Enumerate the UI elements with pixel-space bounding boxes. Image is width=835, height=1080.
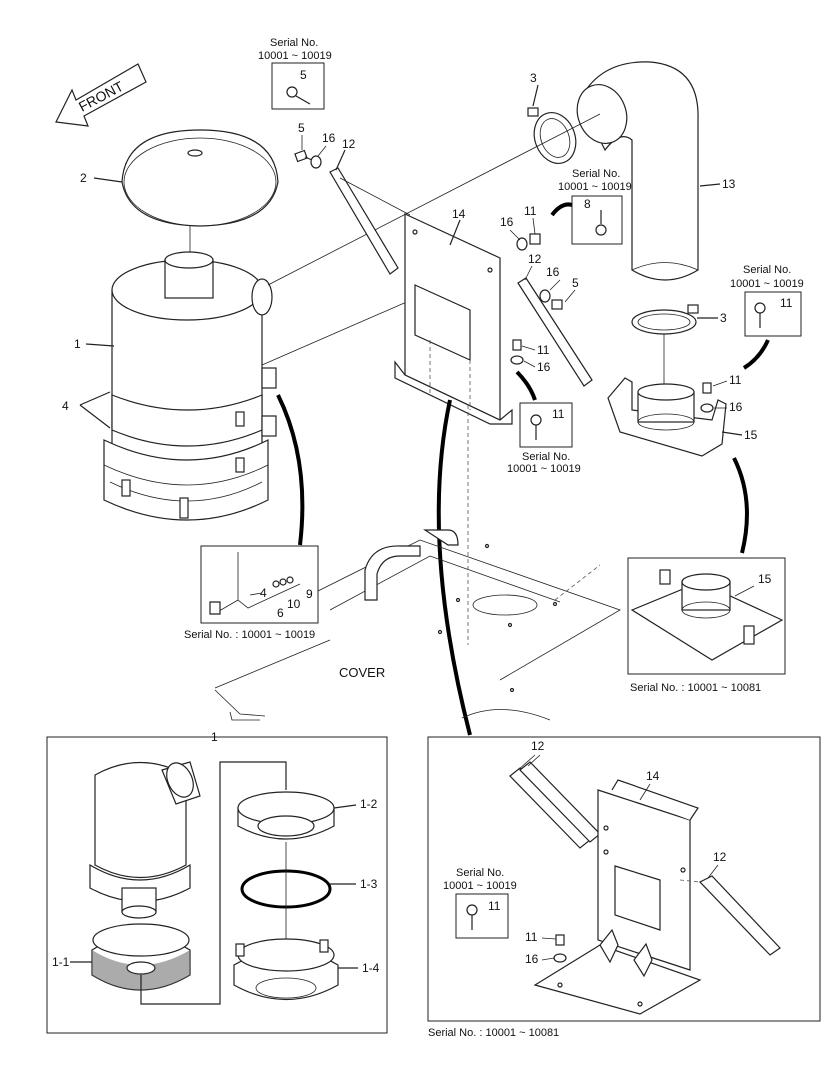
svg-text:10001 ~ 10019: 10001 ~ 10019 [558,181,632,193]
bolt-icon [530,414,542,426]
bolt-washer-group-b: 16 11 [500,204,541,251]
svg-text:16: 16 [322,131,336,145]
hose-clamp-top: 3 [527,71,577,164]
svg-text:Serial No. : 10001 ~ 10019: Serial No. : 10001 ~ 10019 [184,629,315,641]
air-cleaner-assembly: 1 4 [62,251,277,521]
svg-text:10001 ~ 10019: 10001 ~ 10019 [730,278,804,290]
svg-text:1: 1 [74,337,81,351]
svg-text:12: 12 [531,739,545,753]
serial-box-top: Serial No. 10001 ~ 10019 5 [258,37,332,110]
svg-text:16: 16 [500,215,514,229]
inset-bracket-4: 4 6 10 9 Serial No. : 10001 ~ 10019 [184,545,319,641]
support-rod-12-b: 12 16 5 [517,252,593,387]
svg-text:Serial No.: Serial No. [270,37,318,49]
svg-text:12: 12 [713,850,727,864]
svg-text:11: 11 [537,343,550,357]
svg-text:5: 5 [572,276,579,290]
svg-text:1-1: 1-1 [52,955,70,969]
serial-box-11-center: 11 Serial No. 10001 ~ 10019 [507,402,581,475]
svg-text:2: 2 [80,171,87,185]
svg-text:14: 14 [452,207,466,221]
svg-text:10001 ~ 10019: 10001 ~ 10019 [258,50,332,62]
support-rod-12-a: 12 [329,137,411,275]
svg-text:16: 16 [546,265,560,279]
svg-text:1-3: 1-3 [360,877,378,891]
svg-text:Serial No.: Serial No. [522,451,570,463]
svg-text:4: 4 [62,399,69,413]
leader-to-inset-4 [276,394,305,546]
svg-text:Serial No.: Serial No. [572,168,620,180]
svg-text:Serial No. : 10001 ~ 10081: Serial No. : 10001 ~ 10081 [630,682,761,694]
bolt-washer-group-c: 11 16 [510,339,551,401]
inset-adapter-15: 15 Serial No. : 10001 ~ 10081 [627,557,786,694]
svg-text:12: 12 [342,137,356,151]
svg-text:9: 9 [306,587,313,601]
svg-text:5: 5 [298,121,305,135]
alignment-line [267,113,601,286]
svg-text:1: 1 [211,730,218,744]
svg-text:1-4: 1-4 [362,961,380,975]
svg-text:10001 ~ 10019: 10001 ~ 10019 [507,463,581,475]
air-cleaner-cap: 2 [80,129,279,255]
svg-text:10: 10 [287,597,301,611]
bolt-icon [595,224,607,236]
svg-text:5: 5 [300,68,307,82]
svg-text:6: 6 [277,606,284,620]
svg-text:12: 12 [528,252,542,266]
elbow-pipe: 13 [576,61,736,281]
svg-text:16: 16 [537,360,551,374]
svg-text:16: 16 [525,952,539,966]
inset-air-cleaner-exploded: 1 1-1 1-2 1-3 1-4 [46,730,388,1034]
svg-text:8: 8 [584,197,591,211]
serial-box-8: Serial No. 10001 ~ 10019 8 [550,168,632,245]
svg-text:11: 11 [780,296,793,310]
front-arrow: FRONT [55,63,147,127]
svg-text:15: 15 [744,428,758,442]
svg-text:10001 ~ 10019: 10001 ~ 10019 [443,880,517,892]
leader-to-inset-15 [732,457,749,554]
svg-text:1-2: 1-2 [360,797,378,811]
cover-label: COVER [339,665,385,680]
svg-text:Serial No.: Serial No. [456,867,504,879]
svg-text:3: 3 [720,311,727,325]
svg-text:Serial No. : 10001 ~ 10081: Serial No. : 10001 ~ 10081 [428,1027,559,1039]
bolt-washer-group-a: 5 16 [294,121,336,169]
leader-to-inset-14 [436,399,472,736]
svg-text:3: 3 [530,71,537,85]
bolt-icon [754,302,766,314]
svg-text:14: 14 [646,769,660,783]
svg-text:13: 13 [722,177,736,191]
svg-text:11: 11 [729,373,742,387]
serial-box-11-right: Serial No. 10001 ~ 10019 11 [730,264,804,370]
svg-text:15: 15 [758,572,772,586]
adapter-15: 15 11 16 [607,373,758,457]
svg-text:16: 16 [729,400,743,414]
bolt-icon [286,86,298,98]
svg-text:11: 11 [524,204,537,218]
frame-cover: COVER [214,405,621,721]
hose-clamp-lower: 3 [631,304,727,388]
svg-text:Serial No.: Serial No. [743,264,791,276]
svg-text:11: 11 [552,407,565,421]
mounting-bracket-14: 14 [394,207,513,425]
svg-text:11: 11 [488,899,501,913]
svg-text:4: 4 [260,586,267,600]
bolt-icon [466,904,478,916]
svg-text:11: 11 [525,930,538,944]
inset-bracket-14-detail: 12 14 12 11 16 Serial No. 10001 ~ 10019 [427,736,821,1039]
